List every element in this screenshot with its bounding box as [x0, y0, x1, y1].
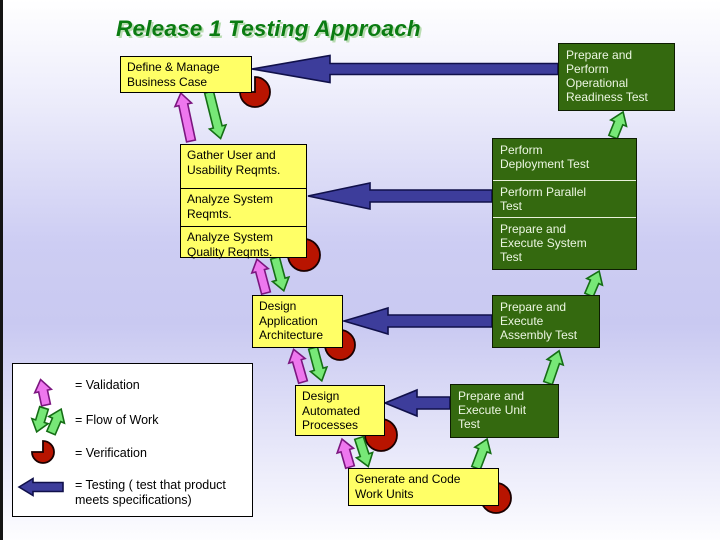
testing-arrow-unit [382, 388, 451, 418]
process-box-label: Design Automated Processes [302, 389, 361, 432]
slide-title: Release 1 Testing Approach [116, 16, 421, 41]
flow-up-arrow-3 [542, 349, 565, 386]
test-box-label: Prepare and Execute Unit Test [458, 389, 527, 431]
legend-validation-arrow-icon [33, 378, 54, 407]
flow-up-arrow-2 [583, 269, 604, 298]
validation-arrow-1 [173, 91, 197, 143]
legend-flow-arrow-left-icon [30, 405, 50, 434]
legend-label-testing: = Testing ( test that product meets spec… [75, 478, 226, 507]
test-box-prepare-execute-unit-test: Prepare and Execute Unit Test [450, 384, 559, 438]
legend-flow-arrow-right-icon [45, 407, 66, 436]
testing-arrow-system [307, 182, 493, 210]
legend-label-flow-of-work: = Flow of Work [75, 413, 159, 427]
flow-arrow-1 [203, 89, 228, 140]
test-box-operational-readiness: Prepare and Perform Operational Readines… [558, 43, 675, 111]
process-box-design-application-architecture: Design Application Architecture [252, 295, 343, 348]
test-box-stack: Perform Deployment Test Perform Parallel… [492, 138, 637, 270]
legend-box: = Validation = Flow of Work = Verificati… [12, 363, 253, 517]
testing-arrow-assembly [341, 306, 493, 336]
screen-edge-strip [0, 0, 3, 540]
flow-up-arrow-1 [607, 110, 628, 140]
legend-testing-arrow-icon [17, 477, 64, 497]
test-box-label: Prepare and Perform Operational Readines… [566, 48, 648, 104]
process-box-design-automated-processes: Design Automated Processes [295, 385, 385, 436]
legend-icons-layer [17, 378, 66, 497]
process-box-label: Define & Manage Business Case [127, 60, 220, 89]
process-box-analyze-system-quality-reqmts: Analyze System Quality Reqmts. [181, 226, 306, 259]
flow-arrow-2 [269, 255, 291, 293]
process-box-analyze-system-reqmts: Analyze System Reqmts. [181, 188, 306, 226]
test-box-prepare-execute-assembly-test: Prepare and Execute Assembly Test [492, 295, 600, 348]
flow-up-arrow-4 [470, 437, 492, 471]
verification-mark-4 [364, 418, 398, 452]
test-box-label: Prepare and Execute Assembly Test [500, 300, 578, 342]
process-box-requirements-stack: Gather User and Usability Reqmts. Analyz… [180, 144, 307, 259]
testing-arrow-readiness [251, 54, 559, 84]
verification-mark-2 [287, 238, 321, 272]
test-box-perform-parallel-test: Perform Parallel Test [493, 180, 636, 217]
test-box-perform-deployment-test: Perform Deployment Test [500, 143, 590, 171]
verification-mark-3 [324, 329, 356, 361]
process-box-label: Design Application Architecture [259, 299, 324, 342]
verification-mark-1 [239, 76, 271, 108]
process-box-gather-user-usability-reqmts: Gather User and Usability Reqmts. [187, 148, 281, 177]
process-box-generate-and-code-work-units: Generate and Code Work Units [348, 468, 499, 506]
process-box-label: Generate and Code Work Units [355, 472, 461, 501]
test-box-prepare-execute-system-test: Prepare and Execute System Test [493, 217, 636, 271]
process-box-define-manage-business-case: Define & Manage Business Case [120, 56, 252, 93]
legend-label-verification: = Verification [75, 446, 147, 460]
legend-verification-icon [31, 440, 55, 464]
legend-label-validation: = Validation [75, 378, 140, 392]
flow-arrow-4 [353, 435, 374, 468]
validation-arrow-3 [287, 347, 309, 385]
validation-arrow-4 [335, 437, 356, 470]
flow-arrow-3 [307, 345, 329, 383]
validation-arrow-2 [250, 257, 272, 296]
